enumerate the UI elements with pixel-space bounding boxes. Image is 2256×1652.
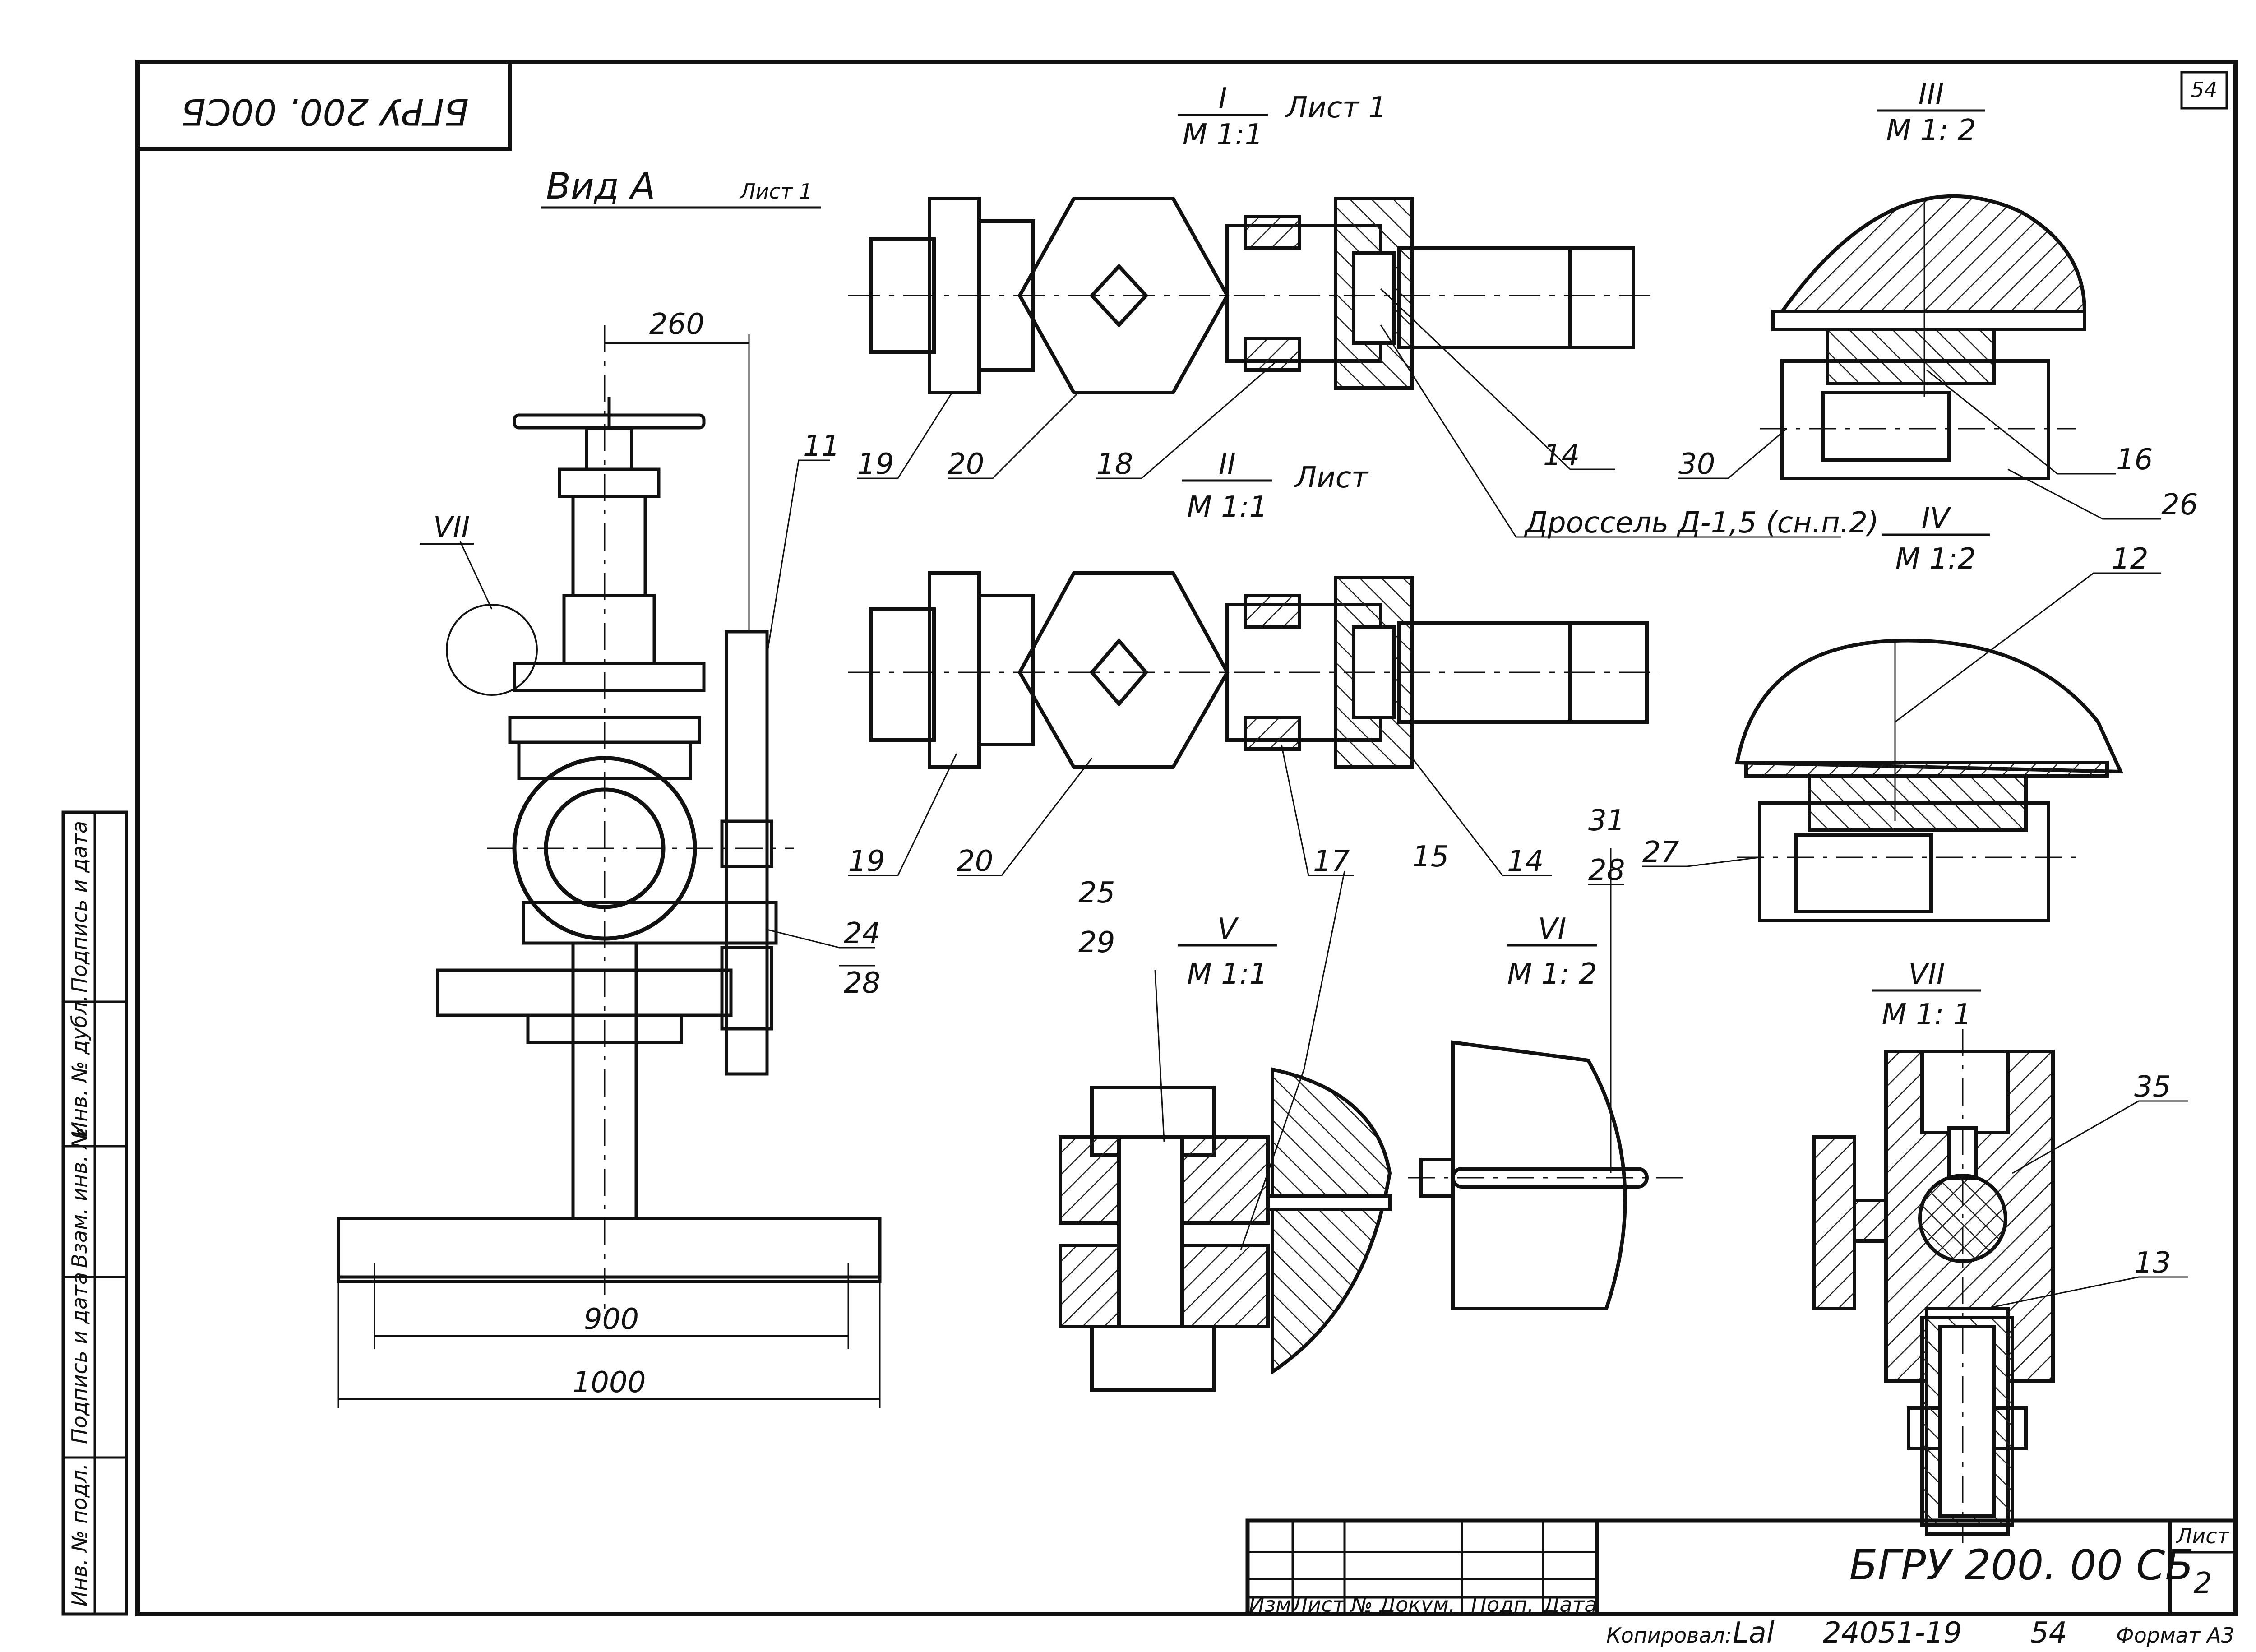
section-vi-drawing bbox=[1408, 848, 1687, 1310]
pos-15: 15 bbox=[1412, 840, 1449, 874]
pos-25: 25 bbox=[1078, 876, 1115, 910]
section-vii-title: VII М 1: 1 bbox=[1872, 958, 1981, 1032]
section-ii-drawing bbox=[848, 571, 1660, 876]
pos-11: 11 bbox=[803, 430, 840, 463]
section-i-title: I М 1:1 Лист 1 bbox=[1178, 82, 1387, 152]
svg-text:IV: IV bbox=[1922, 502, 1952, 535]
strip-inv-podl: Инв. № подл. bbox=[67, 1463, 92, 1606]
pos-18: 18 bbox=[1096, 448, 1133, 481]
strip-sign-date-1: Подпись и дата bbox=[67, 1272, 92, 1444]
left-strip: Инв. № подл. Подпись и дата Взам. инв. №… bbox=[61, 810, 128, 1616]
strip-vzam-inv: Взам. инв. № bbox=[67, 1127, 92, 1268]
view-a-title: Вид А Лист 1 bbox=[541, 165, 821, 209]
svg-text:I: I bbox=[1219, 82, 1227, 116]
pos-14-b: 14 bbox=[1507, 845, 1544, 878]
callout-vii-label: VII bbox=[420, 511, 474, 545]
pos-28-a: 28 bbox=[844, 967, 880, 1000]
tb-docnum: № Докум. bbox=[1350, 1592, 1456, 1617]
tb-designation: БГРУ 200. 00 СБ bbox=[1849, 1541, 2194, 1589]
svg-text:54: 54 bbox=[2030, 1616, 2067, 1650]
pos-16: 16 bbox=[2116, 443, 2153, 477]
pos-27: 27 bbox=[1642, 836, 1679, 869]
footer: Копировал: Lal 24051-19 54 Формат А3 bbox=[1606, 1616, 2234, 1650]
section-iv-title: IV М 1:2 bbox=[1882, 502, 1990, 576]
svg-text:V: V bbox=[1217, 912, 1239, 946]
tb-sheet-label: Лист bbox=[2176, 1524, 2230, 1548]
pos-26: 26 bbox=[2161, 488, 2198, 522]
pos-20-b: 20 bbox=[957, 845, 993, 878]
pos-14-a: 14 bbox=[1543, 439, 1580, 472]
drossel-note: Дроссель Д-1,5 (сн.п.2) bbox=[1524, 506, 1879, 540]
section-iii-title: III М 1: 2 bbox=[1877, 78, 1985, 147]
pos-19-a: 19 bbox=[857, 448, 894, 481]
svg-text:VII: VII bbox=[1908, 958, 1945, 991]
strip-inv-dubl: Инв. № дубл. bbox=[67, 995, 92, 1137]
svg-text:М 1:1: М 1:1 bbox=[1183, 118, 1263, 152]
pos-31: 31 bbox=[1588, 804, 1625, 838]
pos-30: 30 bbox=[1678, 448, 1715, 481]
tb-sheet-value: 2 bbox=[2194, 1567, 2212, 1600]
sheet-frame bbox=[135, 60, 2238, 1616]
pos-28-b: 28 bbox=[1588, 854, 1625, 887]
tb-list: Лист bbox=[1291, 1592, 1345, 1617]
svg-text:Лист 1: Лист 1 bbox=[739, 179, 812, 204]
pos-35: 35 bbox=[2134, 1070, 2171, 1104]
tb-izm: Изм bbox=[1249, 1592, 1291, 1617]
dim-1000: 1000 bbox=[573, 1366, 646, 1399]
svg-text:II: II bbox=[1219, 448, 1236, 481]
pos-12: 12 bbox=[2112, 542, 2148, 576]
svg-text:VII: VII bbox=[433, 511, 470, 544]
view-a-drawing bbox=[337, 325, 882, 1408]
svg-text:М 1: 1: М 1: 1 bbox=[1882, 998, 1972, 1032]
section-iv-drawing bbox=[1642, 572, 2161, 922]
tb-podp: Подп. bbox=[1471, 1592, 1534, 1617]
svg-text:III: III bbox=[1919, 78, 1944, 111]
strip-sign-date-2: Подпись и дата bbox=[67, 821, 92, 993]
svg-text:М 1:1: М 1:1 bbox=[1187, 491, 1268, 524]
tb-date: Дата bbox=[1542, 1592, 1597, 1617]
section-vii-drawing bbox=[1812, 1029, 2188, 1543]
section-v-drawing bbox=[1059, 870, 1392, 1392]
dim-900: 900 bbox=[584, 1303, 639, 1336]
pos-24: 24 bbox=[844, 917, 880, 950]
section-vi-title: VI М 1: 2 bbox=[1507, 912, 1597, 991]
svg-text:VI: VI bbox=[1538, 912, 1567, 946]
section-ii-title: II М 1:1 Лист bbox=[1182, 448, 1369, 524]
svg-text:БГРУ 200. 00СБ: БГРУ 200. 00СБ bbox=[181, 91, 469, 133]
svg-text:Лист: Лист bbox=[1294, 461, 1369, 495]
svg-text:Lal: Lal bbox=[1733, 1616, 1775, 1650]
pos-13: 13 bbox=[2134, 1246, 2171, 1280]
section-i-drawing bbox=[848, 197, 1841, 538]
pos-20-a: 20 bbox=[948, 448, 984, 481]
drawing-code-top: БГРУ 200. 00СБ bbox=[181, 91, 469, 133]
section-iii-drawing bbox=[1678, 194, 2161, 520]
svg-text:М 1:2: М 1:2 bbox=[1895, 542, 1976, 576]
svg-text:Вид А: Вид А bbox=[546, 165, 655, 207]
sheet-number-top: 54 bbox=[2191, 78, 2218, 102]
section-v-title: V М 1:1 bbox=[1178, 912, 1277, 991]
svg-text:М 1:1: М 1:1 bbox=[1187, 958, 1268, 991]
dim-260: 260 bbox=[649, 308, 704, 341]
svg-text:24051-19: 24051-19 bbox=[1823, 1616, 1962, 1650]
pos-29: 29 bbox=[1078, 926, 1115, 959]
svg-text:Формат А3: Формат А3 bbox=[2116, 1623, 2234, 1647]
pos-19-b: 19 bbox=[848, 845, 885, 878]
svg-text:Лист 1: Лист 1 bbox=[1285, 91, 1387, 125]
svg-text:Копировал:: Копировал: bbox=[1606, 1623, 1732, 1647]
title-block bbox=[1245, 1518, 2238, 1616]
svg-text:М 1: 2: М 1: 2 bbox=[1886, 114, 1976, 147]
svg-text:М 1: 2: М 1: 2 bbox=[1507, 958, 1597, 991]
